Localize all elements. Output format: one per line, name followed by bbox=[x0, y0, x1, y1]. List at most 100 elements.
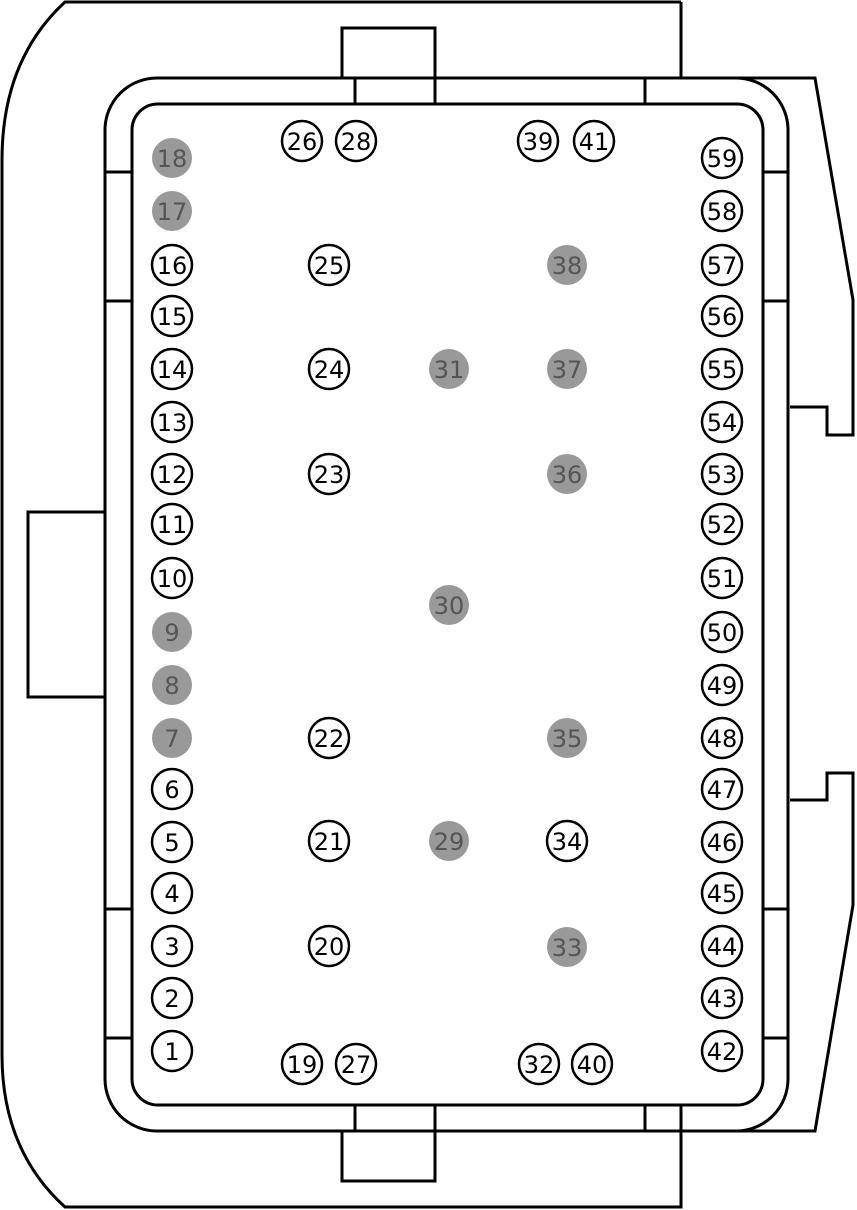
pin-11: 11 bbox=[150, 502, 194, 546]
frame-outer bbox=[103, 76, 790, 1133]
pin-circle bbox=[570, 1042, 614, 1086]
pin-label: 38 bbox=[552, 252, 583, 280]
pin-label: 5 bbox=[164, 829, 179, 857]
pin-label: 58 bbox=[707, 198, 738, 226]
pin-circle bbox=[700, 767, 744, 811]
pin-51: 51 bbox=[700, 556, 744, 600]
pin-circle bbox=[150, 347, 194, 391]
pin-circle bbox=[700, 243, 744, 287]
pin-56: 56 bbox=[700, 294, 744, 338]
pin-label: 44 bbox=[707, 933, 738, 961]
pin-circle bbox=[700, 871, 744, 915]
pin-53: 53 bbox=[700, 452, 744, 496]
pin-17: 17 bbox=[152, 191, 192, 231]
pin-label: 57 bbox=[707, 252, 738, 280]
bottom-tab bbox=[340, 1131, 437, 1183]
pin-circle bbox=[547, 245, 587, 285]
pin-39: 39 bbox=[516, 119, 560, 163]
pin-label: 20 bbox=[314, 933, 345, 961]
pin-4: 4 bbox=[150, 871, 194, 915]
pin-circle bbox=[150, 556, 194, 600]
pin-label: 15 bbox=[157, 303, 188, 331]
pin-label: 46 bbox=[707, 829, 738, 857]
pin-48: 48 bbox=[700, 716, 744, 760]
pin-circle bbox=[307, 452, 351, 496]
pin-35: 35 bbox=[547, 718, 587, 758]
pin-label: 49 bbox=[707, 672, 738, 700]
pin-circle bbox=[700, 610, 744, 654]
pin-circle bbox=[307, 819, 351, 863]
pin-label: 33 bbox=[552, 934, 583, 962]
pin-38: 38 bbox=[547, 245, 587, 285]
pin-18: 18 bbox=[152, 138, 192, 178]
pin-8: 8 bbox=[152, 665, 192, 705]
pin-label: 26 bbox=[287, 128, 318, 156]
pin-14: 14 bbox=[150, 347, 194, 391]
pin-circle bbox=[700, 556, 744, 600]
pin-label: 39 bbox=[523, 128, 554, 156]
pin-circle bbox=[152, 718, 192, 758]
pin-label: 1 bbox=[164, 1038, 179, 1066]
pin-circle bbox=[307, 243, 351, 287]
pin-19: 19 bbox=[280, 1042, 324, 1086]
pin-26: 26 bbox=[280, 119, 324, 163]
pin-circle bbox=[307, 716, 351, 760]
pin-21: 21 bbox=[307, 819, 351, 863]
pin-32: 32 bbox=[517, 1042, 561, 1086]
pin-9: 9 bbox=[152, 612, 192, 652]
pin-label: 52 bbox=[707, 511, 738, 539]
pin-label: 22 bbox=[314, 725, 345, 753]
pin-circle bbox=[152, 191, 192, 231]
left-tab bbox=[26, 510, 105, 699]
pin-12: 12 bbox=[150, 452, 194, 496]
pin-label: 23 bbox=[314, 461, 345, 489]
pin-circle bbox=[429, 349, 469, 389]
pin-15: 15 bbox=[150, 294, 194, 338]
pin-47: 47 bbox=[700, 767, 744, 811]
pin-circle bbox=[150, 820, 194, 864]
pin-circle bbox=[700, 924, 744, 968]
pin-layer: 1234567891011121314151617181920212223242… bbox=[150, 119, 744, 1086]
pin-34: 34 bbox=[545, 819, 589, 863]
pin-label: 51 bbox=[707, 565, 738, 593]
pin-33: 33 bbox=[547, 927, 587, 967]
pin-label: 34 bbox=[552, 828, 583, 856]
pin-41: 41 bbox=[572, 119, 616, 163]
pin-circle bbox=[152, 665, 192, 705]
pin-circle bbox=[517, 1042, 561, 1086]
pin-label: 13 bbox=[157, 409, 188, 437]
pin-36: 36 bbox=[547, 454, 587, 494]
pin-6: 6 bbox=[150, 767, 194, 811]
right-latch-wedge bbox=[730, 76, 855, 437]
top-tab bbox=[340, 26, 437, 78]
pin-label: 12 bbox=[157, 461, 188, 489]
pin-45: 45 bbox=[700, 871, 744, 915]
frame-inner bbox=[130, 102, 765, 1107]
pin-label: 41 bbox=[579, 128, 610, 156]
pin-circle bbox=[150, 976, 194, 1020]
pin-label: 42 bbox=[707, 1038, 738, 1066]
pin-circle bbox=[700, 452, 744, 496]
pin-label: 50 bbox=[707, 619, 738, 647]
pin-circle bbox=[547, 718, 587, 758]
pin-label: 36 bbox=[552, 461, 583, 489]
pin-24: 24 bbox=[307, 347, 351, 391]
pin-circle bbox=[429, 585, 469, 625]
pin-circle bbox=[150, 871, 194, 915]
pin-25: 25 bbox=[307, 243, 351, 287]
pin-label: 14 bbox=[157, 356, 188, 384]
pin-circle bbox=[334, 1042, 378, 1086]
pin-circle bbox=[150, 452, 194, 496]
pin-label: 9 bbox=[164, 619, 179, 647]
pin-44: 44 bbox=[700, 924, 744, 968]
pin-label: 40 bbox=[577, 1051, 608, 1079]
pin-circle bbox=[700, 347, 744, 391]
pin-circle bbox=[700, 502, 744, 546]
pin-22: 22 bbox=[307, 716, 351, 760]
right-latch-wedge-lower bbox=[730, 771, 855, 1133]
pin-circle bbox=[700, 976, 744, 1020]
frame-ticks bbox=[105, 78, 788, 1131]
pin-label: 16 bbox=[157, 252, 188, 280]
pin-label: 4 bbox=[164, 880, 179, 908]
